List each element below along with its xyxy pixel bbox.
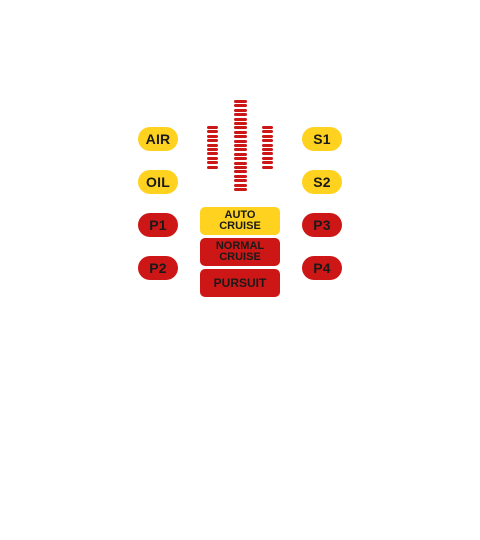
left-bar-segment bbox=[207, 161, 218, 165]
center-bar-segment bbox=[234, 170, 247, 174]
right-bar-segment bbox=[262, 148, 273, 151]
center-bar-segment bbox=[234, 139, 247, 143]
center-bar-segment bbox=[234, 144, 247, 147]
left-bar-segment bbox=[207, 165, 218, 169]
air-button[interactable]: AIR bbox=[138, 127, 178, 151]
normal-cruise-line2: CRUISE bbox=[219, 251, 261, 263]
left-bar-segment bbox=[207, 126, 218, 129]
oil-button[interactable]: OIL bbox=[138, 170, 178, 194]
center-bar-segment bbox=[234, 108, 247, 112]
left-bar-segment bbox=[207, 139, 218, 143]
right-bar-segment bbox=[262, 130, 273, 134]
s2-button[interactable]: S2 bbox=[302, 170, 342, 194]
right-bar-segment bbox=[262, 165, 273, 169]
center-bar-segment bbox=[234, 122, 247, 125]
p2-button[interactable]: P2 bbox=[138, 256, 178, 280]
normal-cruise-button[interactable]: NORMAL CRUISE bbox=[200, 238, 280, 266]
auto-cruise-button[interactable]: AUTO CRUISE bbox=[200, 207, 280, 235]
center-bar-segment bbox=[234, 157, 247, 161]
left-bar-segment bbox=[207, 152, 218, 156]
left-bar-segment bbox=[207, 134, 218, 138]
right-bar-segment bbox=[262, 126, 273, 129]
center-bar-segment bbox=[234, 188, 247, 191]
center-bar-segment bbox=[234, 152, 247, 156]
center-bar-segment bbox=[234, 135, 247, 139]
p3-button[interactable]: P3 bbox=[302, 213, 342, 237]
left-bar-segment bbox=[207, 143, 218, 147]
center-bar-segment bbox=[234, 100, 247, 103]
auto-cruise-line2: CRUISE bbox=[219, 220, 261, 232]
pursuit-button[interactable]: PURSUIT bbox=[200, 269, 280, 297]
right-bar-segment bbox=[262, 139, 273, 143]
p4-button[interactable]: P4 bbox=[302, 256, 342, 280]
center-bar-segment bbox=[234, 166, 247, 169]
center-bar-segment bbox=[234, 183, 247, 187]
left-bar-segment bbox=[207, 130, 218, 134]
center-bar-segment bbox=[234, 126, 247, 130]
center-bar-segment bbox=[234, 161, 247, 165]
s1-button[interactable]: S1 bbox=[302, 127, 342, 151]
center-bar-segment bbox=[234, 113, 247, 117]
right-bar-segment bbox=[262, 156, 273, 160]
center-bar-segment bbox=[234, 130, 247, 134]
right-bar-segment bbox=[262, 161, 273, 165]
center-bar-segment bbox=[234, 174, 247, 178]
right-bar-segment bbox=[262, 152, 273, 156]
pursuit-label: PURSUIT bbox=[213, 275, 267, 290]
center-bar-segment bbox=[234, 179, 247, 183]
auto-cruise-line1: AUTO bbox=[224, 209, 256, 221]
left-bar-segment bbox=[207, 156, 218, 160]
left-bar-segment bbox=[207, 148, 218, 151]
center-bar-segment bbox=[234, 148, 247, 152]
center-bar-segment bbox=[234, 117, 247, 121]
p1-button[interactable]: P1 bbox=[138, 213, 178, 237]
normal-cruise-line1: NORMAL bbox=[215, 240, 265, 252]
right-bar-segment bbox=[262, 134, 273, 138]
center-bar-segment bbox=[234, 104, 247, 108]
right-bar-segment bbox=[262, 143, 273, 147]
